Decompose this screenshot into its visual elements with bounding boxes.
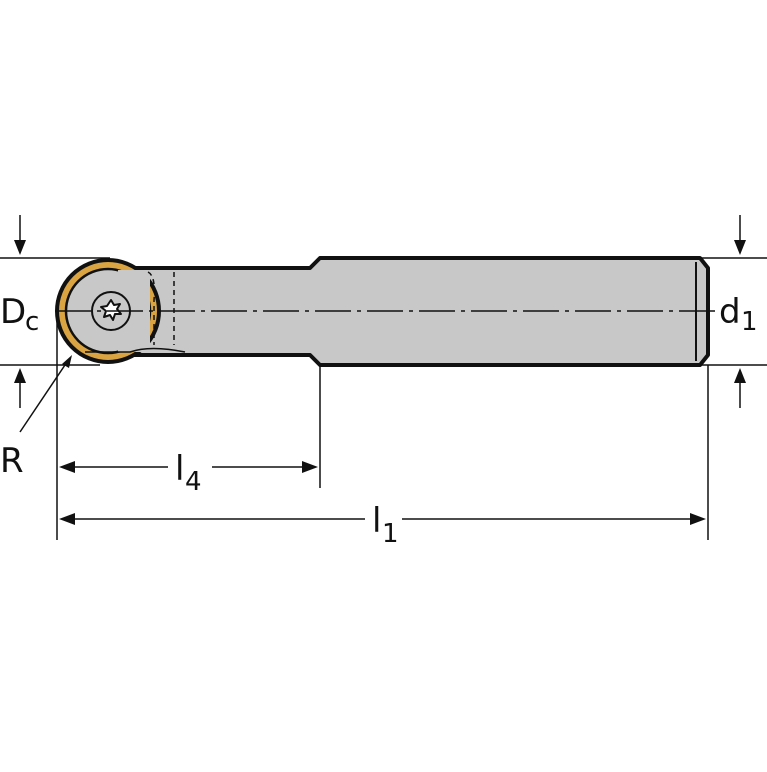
d1-bottom-arrow: [734, 368, 746, 383]
dc-label: D: [0, 292, 26, 332]
r-arrow: [62, 355, 72, 368]
l1-right-arrow: [690, 513, 706, 525]
l4-right-arrow: [302, 461, 318, 473]
d1-label: d: [719, 292, 741, 332]
l4-dimension: [59, 461, 318, 473]
dc-top-arrow: [14, 240, 26, 255]
d1-top-arrow: [734, 240, 746, 255]
l1-left-arrow: [59, 513, 75, 525]
l4-subscript: 4: [185, 467, 202, 497]
l1-subscript: 1: [382, 519, 399, 549]
r-label: R: [0, 441, 24, 481]
dc-subscript: c: [25, 307, 39, 337]
dc-dimension: [14, 215, 26, 408]
dc-bottom-arrow: [14, 368, 26, 383]
d1-subscript: 1: [741, 307, 758, 337]
clamp-outline: [85, 347, 186, 353]
l4-label: l: [175, 449, 184, 489]
extension-lines: [0, 257, 767, 540]
l4-left-arrow: [59, 461, 75, 473]
hidden-lines: [147, 271, 175, 345]
r-leader: [19, 355, 72, 433]
l1-label: l: [372, 501, 381, 541]
d1-dimension: [734, 215, 746, 408]
hidden-line-seat: [147, 271, 156, 345]
l1-dimension: [59, 513, 706, 525]
